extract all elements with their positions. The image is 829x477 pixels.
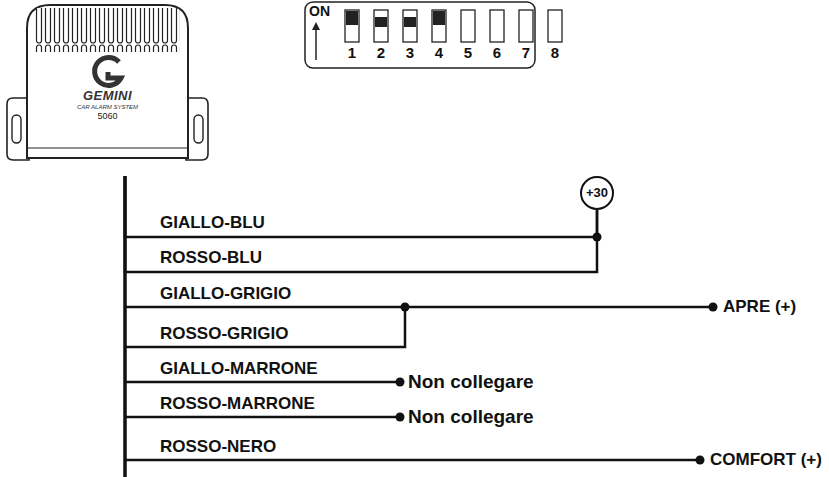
switch-slot <box>548 10 562 42</box>
wire-giallo-marrone <box>125 381 400 384</box>
switch-number: 2 <box>377 44 385 62</box>
wire-color: ROSSO-MARRONE <box>160 394 315 414</box>
switch-lever <box>433 11 445 25</box>
switch-slot <box>490 10 504 42</box>
dip-switch-frame <box>305 2 535 68</box>
wires <box>125 307 713 460</box>
switch-slot <box>519 10 533 42</box>
wire-connector <box>125 176 597 272</box>
dip-switch <box>305 2 562 68</box>
terminal-dot <box>709 303 718 312</box>
terminal-label: +30 <box>586 186 608 200</box>
switch-number: 4 <box>435 44 443 62</box>
mount-slot <box>194 115 203 143</box>
wire-color: GIALLO-BLU <box>160 213 265 233</box>
terminal-dot <box>396 413 405 422</box>
cooling-fins <box>35 8 180 52</box>
alarm-module: GEMINICAR ALARM SYSTEM5060 <box>5 0 210 180</box>
wire-color: ROSSO-NERO <box>160 437 276 457</box>
mount-flange <box>186 98 208 160</box>
module-lip <box>27 147 188 148</box>
switch-number: 5 <box>464 44 472 62</box>
wire-color: GIALLO-MARRONE <box>160 359 318 379</box>
on-arrow <box>315 28 317 60</box>
switch-number: 8 <box>551 44 559 62</box>
on-arrow-head <box>312 22 320 30</box>
mount-flange <box>7 98 29 160</box>
junction-dot <box>401 303 410 312</box>
brand-logo-text: GEMINI <box>5 88 210 103</box>
on-marker: ON <box>309 3 330 20</box>
terminal-dot <box>696 456 705 465</box>
wire-giallo-grigio <box>125 306 713 309</box>
switch-number: 6 <box>493 44 501 62</box>
wiring-note: Non collegare <box>408 406 534 428</box>
product-line: CAR ALARM SYSTEM <box>5 103 210 111</box>
switch-slot <box>461 10 475 42</box>
wire-rosso-grigio <box>125 307 405 347</box>
switch-lever <box>375 17 387 27</box>
mount-slot <box>12 115 21 143</box>
signal-name: APRE (+) <box>723 297 796 317</box>
switch-number: 3 <box>406 44 414 62</box>
wire-color: ROSSO-BLU <box>160 248 262 268</box>
switch-row <box>345 10 562 42</box>
switch-number: 7 <box>522 44 530 62</box>
switch-slot <box>403 10 417 42</box>
switch-lever <box>346 11 358 25</box>
model-number: 5060 <box>5 111 210 122</box>
terminal-circle: +30 <box>580 176 614 210</box>
wire-color: GIALLO-GRIGIO <box>160 284 291 304</box>
switch-lever <box>404 17 416 27</box>
wire-rosso-marrone <box>125 416 400 419</box>
switch-slot <box>432 10 446 42</box>
module-body <box>27 5 188 158</box>
switch-slot <box>345 10 359 42</box>
switch-number: 1 <box>348 44 356 62</box>
wiring-note: Non collegare <box>408 371 534 393</box>
gemini-emblem <box>95 57 121 85</box>
terminal-dot <box>396 378 405 387</box>
signal-name: COMFORT (+) <box>710 450 822 470</box>
wire-dots <box>396 233 718 465</box>
wire-connector <box>125 176 597 237</box>
wire-rosso-nero <box>125 459 700 462</box>
wire-color: ROSSO-GRIGIO <box>160 324 288 344</box>
switch-slot <box>374 10 388 42</box>
